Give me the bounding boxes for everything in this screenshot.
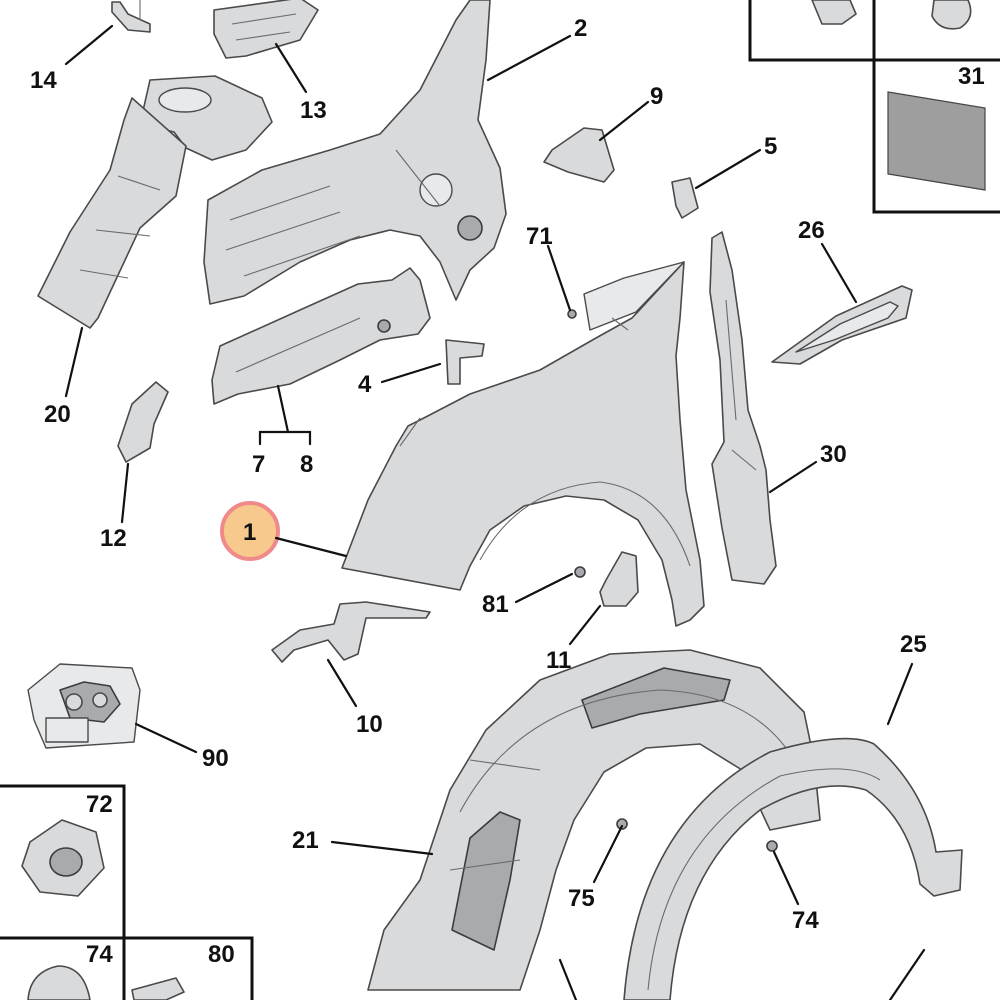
callout-30: 30 [820,441,847,468]
adhesive-pad-icon [887,91,986,191]
inset-box-72 [0,784,126,940]
part-2 [203,0,507,305]
callout-4: 4 [358,371,372,398]
leader-lines [64,24,926,1000]
callout-74-inset: 74 [86,941,113,968]
part-21-liner [367,649,821,991]
part-26 [771,285,913,365]
bolt-icon [811,0,857,25]
inset-box-top-right [748,0,1000,214]
callout-21: 21 [292,827,319,854]
bolt-80-icon [131,977,185,1000]
fastener-71-icon [567,309,577,319]
highlight-marker [220,501,280,561]
callout-11: 11 [546,647,571,674]
part-7-8 [211,267,431,405]
nut-thread-icon [49,847,83,877]
part-5 [671,177,699,219]
fastener-75-icon [616,818,628,830]
callout-26: 26 [798,217,825,244]
part-14 [111,0,151,33]
callout-80: 80 [208,941,235,968]
callout-25: 25 [900,631,927,658]
inset-box-74-80 [0,936,254,1000]
callout-72: 72 [86,791,113,818]
part-9 [543,127,615,183]
callout-2: 2 [574,15,587,42]
part-11 [574,551,639,607]
callout-31: 31 [958,63,985,90]
callout-9: 9 [650,83,663,110]
callout-12: 12 [100,525,127,552]
callout-1: 1 [243,519,256,546]
part-30 [709,231,777,585]
callout-8: 8 [300,451,313,478]
callout-10: 10 [356,711,383,738]
callout-7: 7 [252,451,265,478]
callout-81: 81 [482,591,509,618]
part-20 [37,75,273,329]
part-13 [213,0,319,59]
part-12 [117,381,169,463]
callout-20: 20 [44,401,71,428]
callout-5: 5 [764,133,777,160]
part-10 [271,601,431,663]
part-1-fender [341,261,705,627]
fastener-74-icon [766,840,778,852]
callout-13: 13 [300,97,327,124]
callout-75: 75 [568,885,595,912]
callout-14: 14 [30,67,57,94]
part-4 [445,339,485,385]
clip-74-icon [27,965,91,1000]
callout-74: 74 [792,907,819,934]
callout-90: 90 [202,745,229,772]
clip-icon [931,0,972,30]
part-25-molding [623,737,963,1000]
part-90-kit [27,663,141,749]
callout-71: 71 [526,223,553,250]
